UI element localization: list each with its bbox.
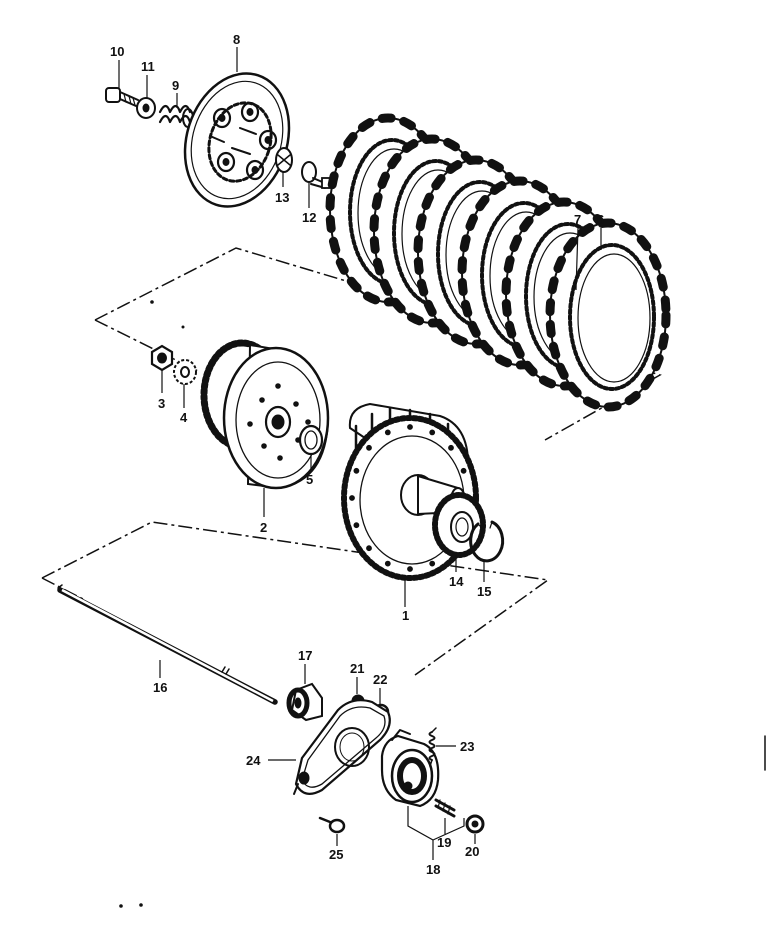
leader-lines — [118, 47, 602, 860]
push-rod-part-16 — [57, 584, 278, 705]
housing-rivet — [353, 522, 360, 529]
oil-seal-part-17 — [286, 682, 323, 722]
housing-rivet — [384, 429, 391, 436]
label-part-23: 23 — [460, 739, 474, 754]
label-part-19: 19 — [437, 835, 451, 850]
label-part-9: 9 — [172, 78, 179, 93]
label-part-15: 15 — [477, 584, 491, 599]
label-part-11: 11 — [141, 59, 155, 74]
label-part-2: 2 — [260, 520, 267, 535]
plate-inner-teeth — [568, 243, 656, 391]
label-part-10: 10 — [110, 44, 124, 59]
washer-part-11 — [136, 97, 156, 119]
nut-part-3 — [150, 344, 174, 372]
housing-rivet — [384, 560, 391, 567]
label-part-3: 3 — [158, 396, 165, 411]
clutch-sleeve-hub-part-2 — [200, 339, 330, 490]
bolt-part-10 — [105, 87, 139, 107]
part-labels: 10 11 9 8 13 12 7 6 3 4 5 2 1 14 15 16 1… — [110, 32, 604, 877]
housing-rivet — [366, 545, 372, 552]
spring-part-23 — [428, 727, 437, 767]
label-part-6: 6 — [597, 212, 604, 227]
lock-washer-part-4 — [173, 359, 197, 385]
lower-frame-left-edge — [41, 577, 86, 601]
release-housing-part-18 — [380, 729, 440, 808]
nut-part-20 — [465, 814, 485, 834]
bolt-part-25 — [318, 816, 346, 834]
plate-lugs — [545, 218, 671, 412]
label-part-18: 18 — [426, 862, 440, 877]
upper-frame-left-edge — [94, 319, 201, 373]
scan-specks — [119, 300, 766, 908]
label-part-7: 7 — [574, 212, 581, 227]
label-part-20: 20 — [465, 844, 479, 859]
circlip-part-15 — [469, 520, 505, 563]
label-part-1: 1 — [402, 608, 409, 623]
adjusting-screw-part-19 — [434, 798, 456, 818]
spring-part-9 — [158, 104, 194, 128]
thrust-washer-part-5 — [298, 424, 324, 456]
label-part-24: 24 — [246, 753, 261, 768]
housing-rivet — [429, 560, 436, 567]
housing-rivet — [460, 467, 467, 474]
label-part-22: 22 — [373, 672, 387, 687]
lower-assembly-frame — [41, 521, 550, 676]
label-part-25: 25 — [329, 847, 343, 862]
label-part-17: 17 — [298, 648, 312, 663]
label-part-21: 21 — [350, 661, 364, 676]
label-part-4: 4 — [180, 410, 188, 425]
bearing-part-13 — [275, 147, 293, 173]
housing-rivet — [429, 429, 436, 436]
label-part-12: 12 — [302, 210, 316, 225]
housing-rivet — [349, 495, 355, 501]
label-part-16: 16 — [153, 680, 167, 695]
label-part-8: 8 — [233, 32, 240, 47]
push-piece-part-12 — [301, 161, 331, 189]
housing-rivet — [407, 424, 413, 430]
housing-rivet — [407, 566, 413, 572]
label-part-13: 13 — [275, 190, 289, 205]
clutch-plate-stack-parts-6-7 — [325, 113, 671, 412]
label-part-5: 5 — [306, 472, 313, 487]
label-part-14: 14 — [449, 574, 464, 589]
housing-rivet — [366, 444, 372, 451]
housing-rivet — [448, 444, 454, 451]
cover-plate-part-24 — [293, 699, 391, 795]
plate-inner-edge — [577, 253, 651, 383]
housing-rivet — [353, 467, 360, 474]
